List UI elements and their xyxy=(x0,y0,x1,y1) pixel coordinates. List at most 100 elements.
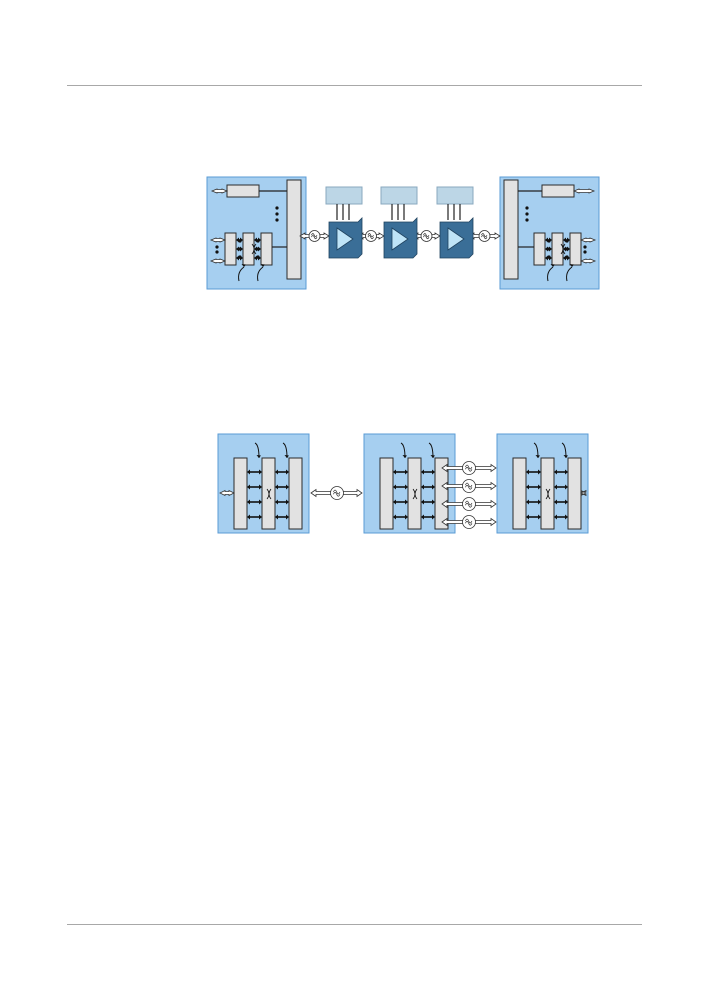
drop-arrow-icon xyxy=(238,264,246,282)
client-arrow-icon xyxy=(219,489,235,497)
port-arrow-icon xyxy=(393,514,408,520)
drop-arrow-icon xyxy=(533,442,540,459)
mux-bar xyxy=(233,457,248,530)
port-arrow-icon xyxy=(554,469,568,475)
client-arrow-icon xyxy=(580,489,587,497)
port-arrow-icon xyxy=(393,469,408,475)
port-arrow-icon xyxy=(393,499,408,505)
fiber-coil-icon xyxy=(462,461,476,475)
footer-rule xyxy=(67,924,642,925)
mux-bar xyxy=(288,457,303,530)
amplifier-node xyxy=(325,186,363,259)
fiber-coil-icon xyxy=(462,497,476,511)
port-arrow-icon xyxy=(421,499,435,505)
amplifier-node xyxy=(436,186,474,259)
ellipsis-dots-icon xyxy=(583,245,587,254)
fiber-span xyxy=(412,230,441,242)
port-arrow-icon xyxy=(275,469,289,475)
client-arrow-icon xyxy=(209,237,227,243)
port-arrow-icon xyxy=(526,499,541,505)
port-arrow-icon xyxy=(554,484,568,490)
right-node xyxy=(496,433,589,534)
fiber-span xyxy=(468,230,501,242)
oadm-switch xyxy=(551,232,564,266)
amplifier-icon xyxy=(336,227,354,251)
add-arrow-icon xyxy=(282,442,289,459)
add-arrow-icon xyxy=(566,264,574,282)
add-arrow-icon xyxy=(428,442,435,459)
drop-arrow-icon xyxy=(400,442,407,459)
add-arrow-icon xyxy=(561,442,568,459)
port-arrow-icon xyxy=(393,484,408,490)
add-arrow-icon xyxy=(257,264,265,282)
mux-bar xyxy=(434,457,449,530)
client-arrow-icon xyxy=(210,188,229,194)
oadm-mux xyxy=(533,232,546,266)
port-arrow-icon xyxy=(526,514,541,520)
amplifier-node xyxy=(380,186,418,259)
tx-node xyxy=(206,176,307,290)
port-arrow-icon xyxy=(526,469,541,475)
ellipsis-dots-icon xyxy=(238,239,242,259)
rx-node xyxy=(499,176,600,290)
port-arrow-icon xyxy=(421,469,435,475)
wavelength-icon xyxy=(545,488,551,500)
transponder-box xyxy=(226,184,260,198)
parallel-fiber-link xyxy=(441,479,497,493)
port-arrow-icon xyxy=(421,514,435,520)
port-arrow-icon xyxy=(275,499,289,505)
mux-bar xyxy=(567,457,582,530)
client-arrow-icon xyxy=(572,188,596,194)
port-arrow-icon xyxy=(275,514,289,520)
mux-bar xyxy=(503,179,519,280)
mux-bar xyxy=(286,179,302,280)
port-arrow-icon xyxy=(247,484,262,490)
client-arrow-icon xyxy=(579,237,597,243)
wss-switch xyxy=(261,457,276,530)
drop-arrow-icon xyxy=(254,442,261,459)
fiber-coil-icon xyxy=(308,230,321,242)
oadm-switch xyxy=(242,232,255,266)
port-arrow-icon xyxy=(554,499,568,505)
ellipsis-dots-icon xyxy=(275,206,279,222)
port-arrow-icon xyxy=(526,484,541,490)
port-arrow-icon xyxy=(247,469,262,475)
parallel-fiber-link xyxy=(441,497,497,511)
oadm-mux xyxy=(224,232,237,266)
ellipsis-dots-icon xyxy=(547,239,551,259)
figure-bottom-ring-system xyxy=(217,433,589,534)
ellipsis-dots-icon xyxy=(525,206,529,222)
fiber-span xyxy=(357,230,385,242)
client-arrow-icon xyxy=(579,258,597,264)
parallel-fiber-link xyxy=(441,461,497,475)
amplifier-icon xyxy=(391,227,409,251)
amplifier-icon xyxy=(447,227,465,251)
figure-top-line-system xyxy=(206,176,600,290)
oadm-demux xyxy=(569,232,582,266)
wss-switch xyxy=(407,457,422,530)
fiber-coil-icon xyxy=(462,515,476,529)
port-arrow-icon xyxy=(247,514,262,520)
fiber-coil-icon xyxy=(462,479,476,493)
pump-box xyxy=(380,186,418,205)
port-arrow-icon xyxy=(275,484,289,490)
ellipsis-dots-icon xyxy=(256,239,260,259)
mux-bar xyxy=(379,457,394,530)
port-arrow-icon xyxy=(554,514,568,520)
drop-arrow-icon xyxy=(547,264,555,282)
single-fiber-link xyxy=(310,486,363,500)
pump-box xyxy=(325,186,363,205)
port-arrow-icon xyxy=(247,499,262,505)
pump-box xyxy=(436,186,474,205)
oadm-demux xyxy=(260,232,273,266)
mux-bar xyxy=(512,457,527,530)
header-rule xyxy=(67,85,642,86)
fiber-coil-icon xyxy=(478,230,491,242)
fiber-coil-icon xyxy=(420,230,433,242)
ellipsis-dots-icon xyxy=(565,239,569,259)
transponder-box xyxy=(541,184,575,198)
port-arrow-icon xyxy=(421,484,435,490)
wavelength-icon xyxy=(266,488,272,500)
wss-switch xyxy=(540,457,555,530)
